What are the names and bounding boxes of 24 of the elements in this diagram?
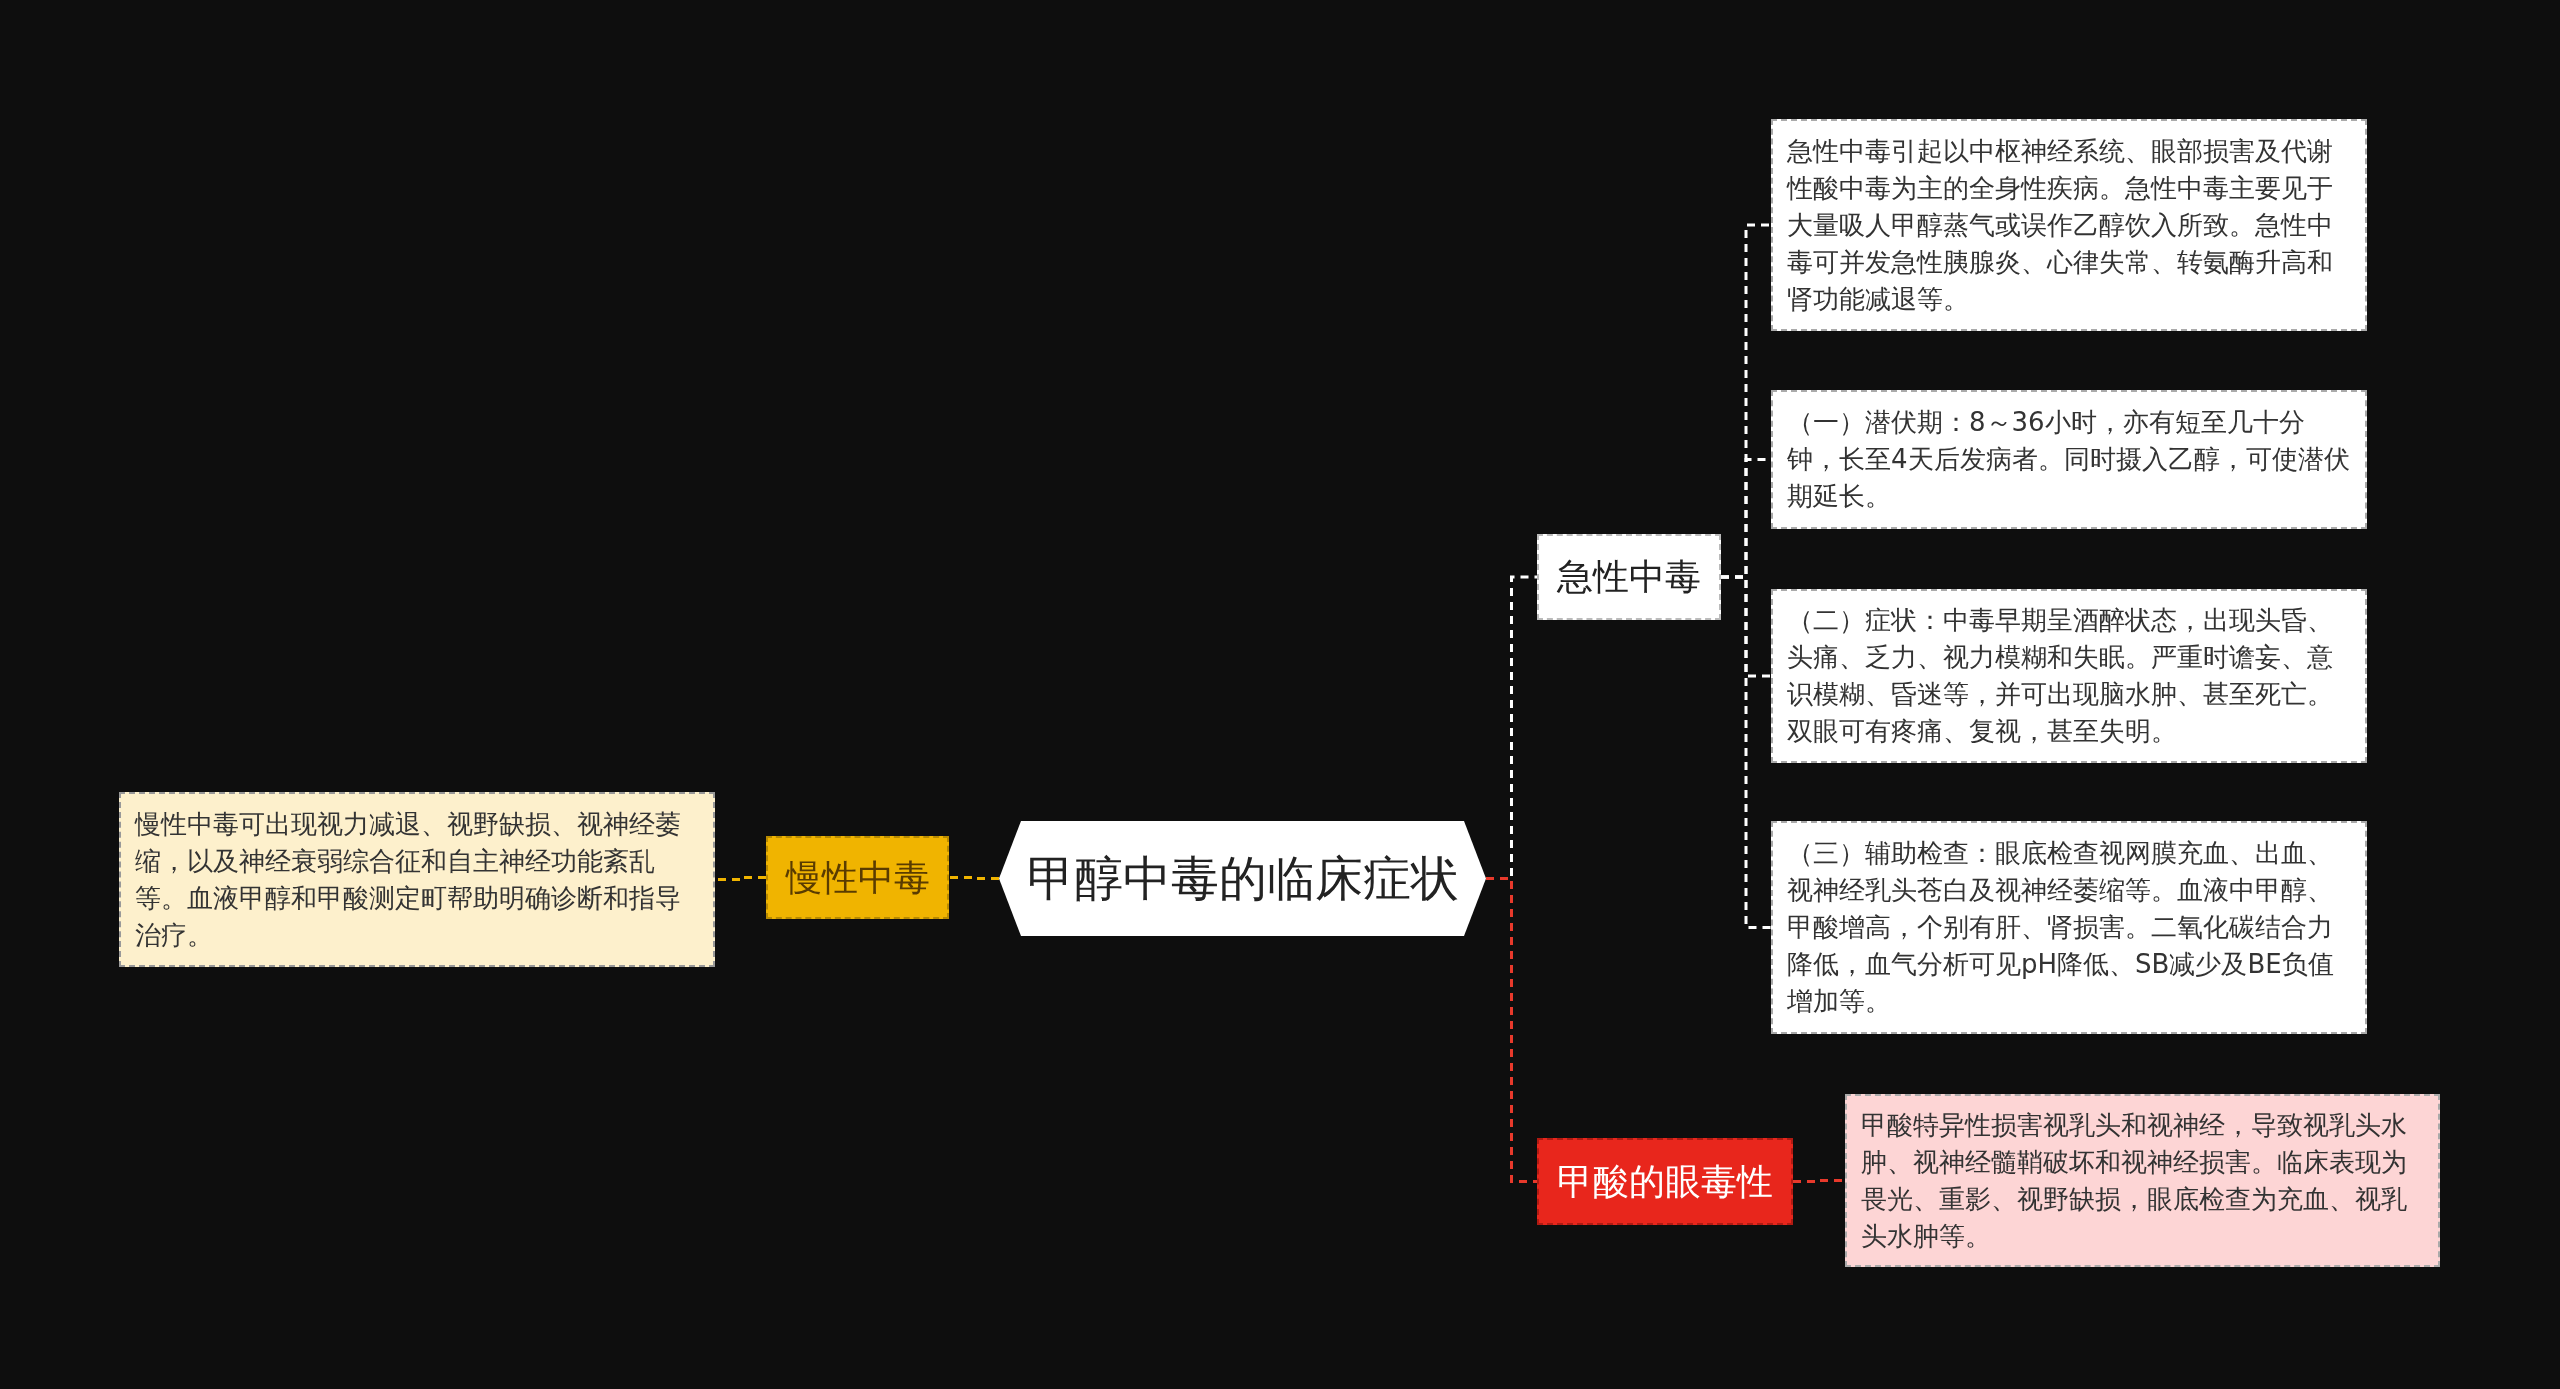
note-text: 慢性中毒可出现视力减退、视野缺损、视神经萎缩，以及神经衰弱综合征和自主神经功能紊乱等。血液甲醇和甲酸测定町帮助明确诊断和指导治疗。	[135, 807, 682, 952]
topic-label: 急性中毒	[1557, 555, 1701, 599]
note-text: （三）辅助检查：眼底检查视网膜充血、出血、视神经乳头苍白及视神经萎缩等。血液中甲醇、甲酸增高，个别有肝、肾损害。二氧化碳结合力降低，血气分析可见pH降低、SB减少及BE负值增加等。	[1787, 837, 2335, 1018]
note-text: 急性中毒引起以中枢神经系统、眼部损害及代谢性酸中毒为主的全身性疾病。急性中毒主要见于大量吸人甲醇蒸气或误作乙醇饮入所致。急性中毒可并发急性胰腺炎、心律失常、转氨酶升高和肾功能减退等。	[1787, 134, 2334, 316]
topic-label: 慢性中毒	[785, 855, 930, 900]
topic-label: 甲酸的眼毒性	[1557, 1159, 1773, 1204]
topic-box	[1537, 1138, 1793, 1225]
note-box	[119, 792, 715, 967]
note-box	[1771, 589, 2367, 763]
note-text: （二）症状：中毒早期呈酒醉状态，出现头昏、头痛、乏力、视力模糊和失眠。严重时谵妄、意识模糊、昏迷等，并可出现脑水肿、甚至死亡。双眼可有疼痛、复视，甚至失明。	[1787, 604, 2334, 748]
note-box	[1771, 390, 2367, 529]
connector-line	[949, 876, 999, 880]
note-box	[1771, 821, 2367, 1034]
note-box	[1771, 119, 2367, 331]
topic-box	[766, 836, 949, 919]
connector-line	[715, 876, 766, 881]
connector-line	[1486, 877, 1537, 1183]
note-text: 甲酸特异性损害视乳头和视神经，导致视乳头水肿、视神经髓鞘破坏和视神经损害。临床表现为畏光、重影、视野缺损，眼底检查为充血、视乳头水肿等。	[1861, 1108, 2408, 1253]
connector-line	[1721, 575, 1771, 929]
topic-box	[1537, 534, 1721, 620]
note-text: （一）潜伏期：8～36小时，亦有短至几十分钟，长至4天后发病者。同时摄入乙醇，可使潜伏期延长。	[1787, 406, 2351, 513]
connector-line	[1793, 1179, 1845, 1183]
note-box	[1845, 1094, 2440, 1267]
title-text: 甲醇中毒的临床症状	[1026, 849, 1459, 908]
